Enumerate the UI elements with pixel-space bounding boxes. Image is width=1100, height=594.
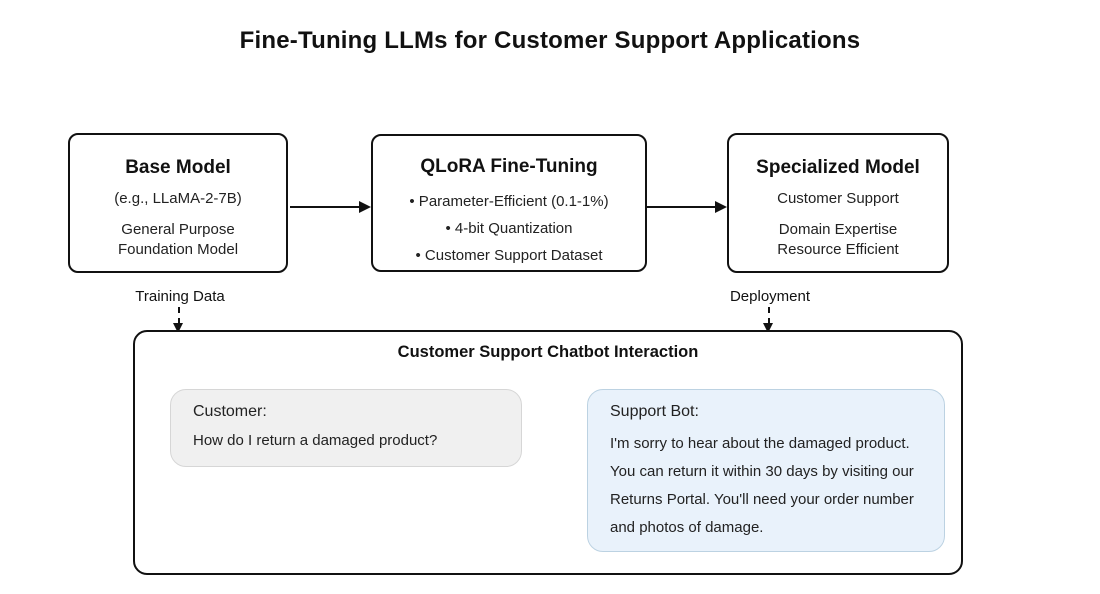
node-line: (e.g., LLaMA-2-7B) [114, 190, 242, 207]
chatbot-interaction-panel: Customer Support Chatbot Interaction Cus… [133, 330, 963, 575]
arrow-shaft [290, 205, 360, 208]
node-bullet: • Parameter-Efficient (0.1-1%) [409, 193, 609, 210]
customer-message-text: How do I return a damaged product? [193, 432, 438, 449]
customer-message-bubble: Customer: How do I return a damaged prod… [170, 389, 522, 467]
diagram-title: Fine-Tuning LLMs for Customer Support Ap… [239, 27, 861, 54]
bot-message-text: I'm sorry to hear about the damaged prod… [610, 435, 914, 536]
node-line: General Purpose [121, 221, 235, 238]
deployment-dashed-arrow [768, 307, 770, 324]
node-qlora-fine-tuning: QLoRA Fine-Tuning • Parameter-Efficient … [371, 134, 647, 272]
node-base-model: Base Model (e.g., LLaMA-2-7B) General Pu… [68, 133, 288, 273]
arrow-head-right-icon [715, 201, 727, 213]
node-bullet: • Customer Support Dataset [415, 247, 603, 264]
node-line: Domain Expertise [778, 221, 898, 238]
node-line: Customer Support [777, 190, 899, 207]
node-title: QLoRA Fine-Tuning [420, 156, 598, 177]
training-data-label: Training Data [135, 288, 225, 305]
node-line: Foundation Model [117, 241, 239, 258]
node-title: Specialized Model [756, 157, 920, 178]
deployment-label: Deployment [729, 288, 811, 305]
node-title: Base Model [125, 157, 231, 178]
node-line: Resource Efficient [777, 241, 899, 258]
panel-title: Customer Support Chatbot Interaction [397, 343, 699, 361]
arrow-head-right-icon [359, 201, 371, 213]
arrow-shaft [647, 205, 716, 208]
bot-speaker-label: Support Bot: [610, 403, 699, 420]
arrow-head-down-icon [763, 323, 773, 333]
node-bullet: • 4-bit Quantization [445, 220, 573, 237]
bot-message-bubble: Support Bot: I'm sorry to hear about the… [587, 389, 945, 552]
customer-speaker-label: Customer: [193, 403, 267, 420]
arrow-head-down-icon [173, 323, 183, 333]
training-data-dashed-arrow [178, 307, 180, 324]
node-specialized-model: Specialized Model Customer Support Domai… [727, 133, 949, 273]
